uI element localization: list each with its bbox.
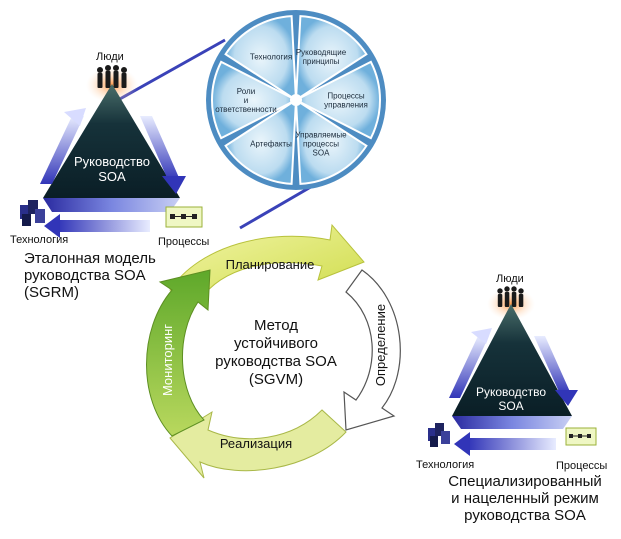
implementation-arrow [169,409,347,479]
wheel-hub [290,94,302,106]
arrow-left-head-right [454,432,470,456]
pyramid-base [43,198,180,212]
processes-label-right: Процессы [556,460,608,472]
governance-pyramid-right [452,304,572,416]
wheel-segment-guiding-principles [294,15,368,102]
wheel-segments [211,15,381,185]
process-flow-icon [165,206,203,228]
processes-label: Процессы [158,236,210,248]
governance-cycle: Планирование Определение Реализация Мони… [146,223,401,479]
governance-label-line2: SOA [98,169,126,184]
caption-line3: (SGRM) [24,284,79,301]
cycle-center-line1: Метод [254,317,298,334]
governance-label-line1: Руководство [74,154,150,169]
arrow-left-head [44,214,60,238]
arrow-up-right-model [449,336,489,398]
definition-arrow [343,269,401,431]
wheel-segment-technology [224,15,298,102]
wheel-segment-managed-soa-processes [294,98,368,185]
governance-pyramid [43,84,180,198]
people-icon-right [497,286,524,307]
caption-right-line1: Специализированный [448,473,602,490]
implementation-label: Реализация [220,436,292,451]
wheel-label-artifacts: Артефакты [250,139,292,148]
arrow-technology-to-people [40,116,84,184]
server-icon [20,200,45,226]
cycle-center-line2: устойчивого [234,335,318,352]
governance-right-line1: Руководство [476,385,546,399]
definition-label: Определение [373,304,388,386]
cycle-center-line4: (SGVM) [249,371,303,388]
wheel-segment-management-processes [293,60,381,140]
people-label: Люди [96,51,124,63]
pyramid-base-right [452,416,572,429]
wheel-label-technology: Технология [250,53,292,62]
arrow-left-right-model [468,438,556,450]
people-icon [97,65,127,88]
arrow-people-to-processes [140,116,180,180]
arrow-down-head [162,176,186,194]
monitoring-label: Мониторинг [160,324,175,396]
planning-arrow [169,223,365,301]
arrow-processes-to-technology [58,220,150,232]
process-flow-icon-right [565,427,597,446]
specialized-mode-caption: Специализированный и нацеленный режим ру… [436,473,614,524]
server-icon-right [428,423,450,447]
caption-right-line3: руководства SOA [464,507,586,524]
left-governance-model: Руководство SOA [20,65,203,238]
technology-label: Технология [10,234,69,246]
caption-line2: руководства SOA [24,267,146,284]
arrow-down-right-model [534,336,571,394]
right-governance-model: Руководство SOA [428,286,597,456]
reference-model-caption: Эталонная модель руководства SOA (SGRM) [24,250,156,301]
monitoring-arrow [146,269,211,437]
governance-right-line2: SOA [498,399,523,413]
people-label-right: Люди [496,273,524,285]
planning-label: Планирование [226,257,315,272]
arrow-down-head-right [555,390,578,406]
wheel-segment-artifacts [224,98,298,185]
technology-label-right: Технология [416,459,475,471]
caption-line1: Эталонная модель [24,250,156,267]
arrow-up-head [64,108,86,126]
wheel-segment-roles-responsibilities [211,60,299,140]
arrow-up-head-right [471,328,492,344]
caption-right-line2: и нацеленный режим [451,490,599,507]
cycle-center-line3: руководства SOA [215,353,337,370]
